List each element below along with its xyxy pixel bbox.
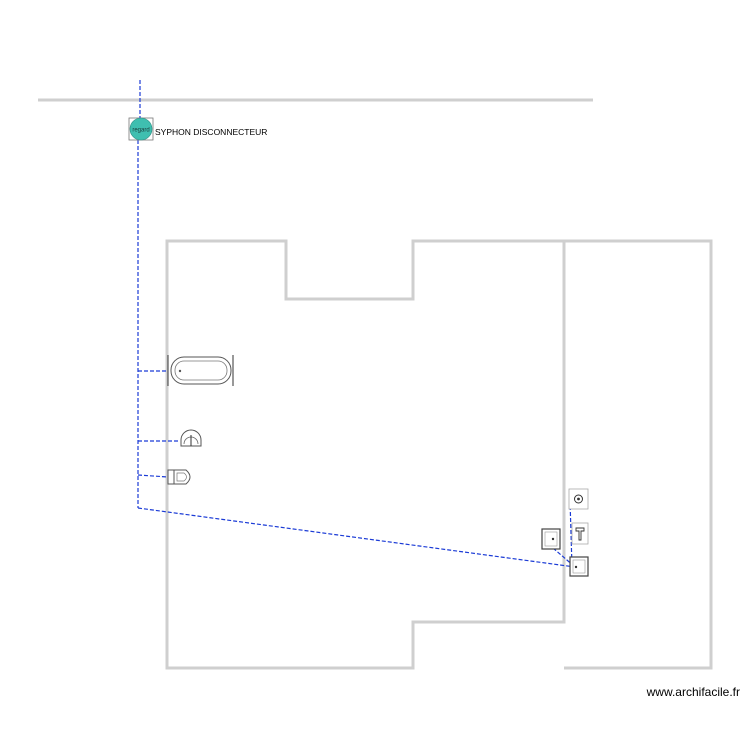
- washbasin-icon[interactable]: [180, 429, 202, 447]
- pipe-main-diagonal: [137, 507, 576, 568]
- syphon-disconnecteur[interactable]: regard SYPHON DISCONNECTEUR: [128, 117, 267, 141]
- toilet-icon[interactable]: [167, 469, 191, 485]
- syphon-icon-text: regard: [132, 128, 149, 134]
- main-room-outline: [165, 239, 566, 670]
- pipe-toilet: [137, 474, 169, 478]
- sink-icon[interactable]: [541, 528, 561, 550]
- tap-icon[interactable]: [571, 522, 589, 545]
- shower-tray-icon[interactable]: [569, 556, 589, 577]
- watermark: www.archifacile.fr: [646, 685, 740, 699]
- syphon-label: SYPHON DISCONNECTEUR: [155, 127, 267, 137]
- syphon-icon: [129, 117, 153, 141]
- drain-pipes: [137, 80, 576, 568]
- walls: [165, 239, 713, 670]
- pipe-drain: [569, 499, 573, 568]
- drain-icon[interactable]: [568, 488, 589, 510]
- bathtub-icon[interactable]: [167, 355, 234, 386]
- side-room-outline: [564, 239, 713, 670]
